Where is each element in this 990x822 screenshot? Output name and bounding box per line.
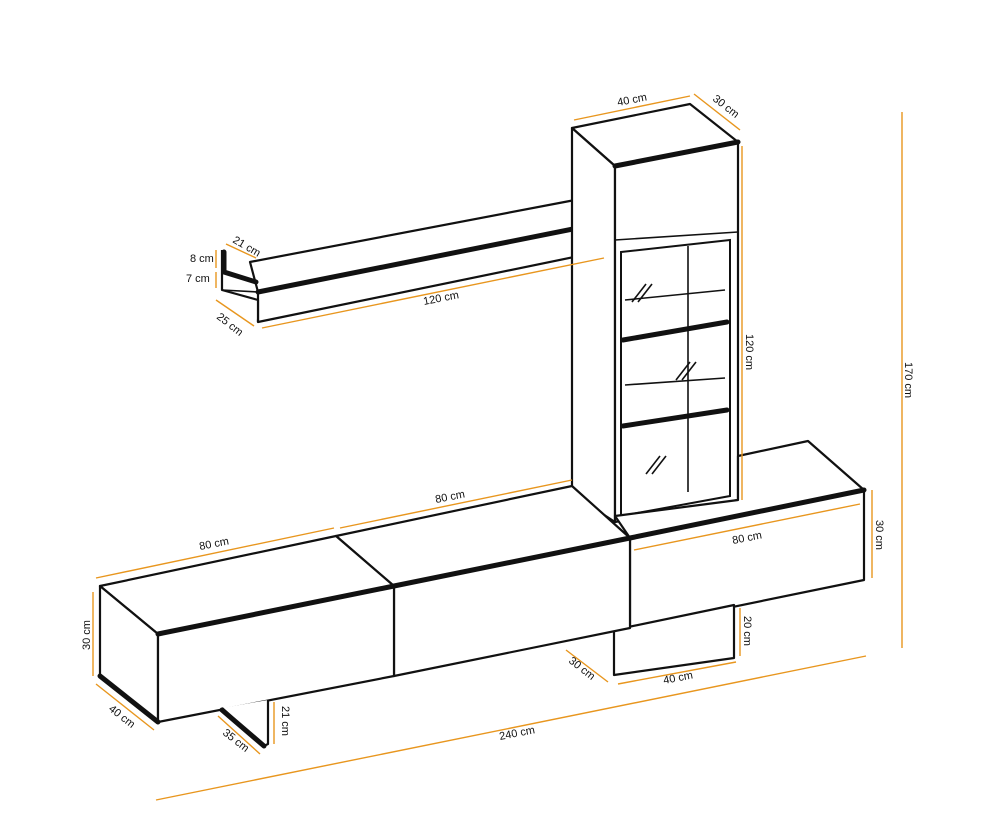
dim-line-leg-35 <box>217 715 261 755</box>
label-vitrine-height: 120 cm <box>743 334 755 370</box>
label-overall-width: 240 cm <box>498 724 536 743</box>
right-cabinet-top-edge <box>627 487 867 541</box>
dim-line-leg-40 <box>617 661 737 685</box>
middle-cabinet-top-edge <box>391 535 633 589</box>
label-cabinet-left-width: 80 cm <box>198 535 230 552</box>
glass-reflection-marks <box>631 283 697 475</box>
dim-line-left-40 <box>95 683 155 731</box>
left-cabinet-top-edge <box>155 583 397 637</box>
vitrine-top-edge <box>612 139 741 169</box>
dim-line-shelf-21 <box>225 243 257 259</box>
vitrine-glass-door <box>620 238 731 518</box>
label-shelf-lip-height: 8 cm <box>190 253 214 265</box>
label-leg-left-height: 21 cm <box>279 706 291 736</box>
label-leg-right-depth: 30 cm <box>566 655 597 683</box>
label-vitrine-depth: 30 cm <box>710 93 741 121</box>
wall-shelf <box>220 198 611 324</box>
dim-line-leg-30 <box>565 649 609 683</box>
right-cabinet <box>612 439 867 677</box>
vitrine-door-split <box>614 231 739 241</box>
shelf-bracket-base <box>221 289 259 293</box>
shelf-bracket-lip <box>221 249 259 285</box>
label-leg-right-width: 40 cm <box>662 669 694 686</box>
right-leg <box>612 603 736 677</box>
label-vitrine-width: 40 cm <box>616 91 648 108</box>
vitrine-side-face <box>570 126 617 524</box>
dim-line-shelf-120 <box>261 257 605 329</box>
dim-line-left-80 <box>95 527 335 579</box>
label-shelf-base-height: 7 cm <box>186 273 210 285</box>
label-overall-height: 170 cm <box>902 362 914 398</box>
label-cabinet-middle-width: 80 cm <box>434 488 466 505</box>
vitrine-shelf-2 <box>620 407 730 429</box>
dim-line-right-80 <box>633 503 861 551</box>
label-cabinet-right-height: 30 cm <box>873 520 885 550</box>
label-shelf-length: 120 cm <box>422 289 460 308</box>
vitrine-shelf-2-back <box>624 377 726 386</box>
label-shelf-top-depth: 21 cm <box>231 234 263 259</box>
label-cabinet-right-width: 80 cm <box>731 529 763 546</box>
dim-line-middle-80 <box>339 479 573 529</box>
label-cabinet-left-depth: 40 cm <box>106 703 137 731</box>
vitrine-shelf-1 <box>620 319 730 343</box>
left-cabinet-bottom-edge <box>97 673 161 725</box>
vitrine-cabinet <box>570 102 741 524</box>
dim-line-vitrine-40 <box>573 95 691 121</box>
label-leg-right-height: 20 cm <box>741 616 753 646</box>
left-cabinet <box>97 534 397 749</box>
label-cabinet-left-height: 30 cm <box>81 620 93 650</box>
dimension-lines <box>92 93 903 801</box>
dim-line-240 <box>155 655 867 801</box>
dim-line-vitrine-30 <box>693 93 741 131</box>
dim-line-shelf-25 <box>215 299 255 327</box>
shelf-front-edge <box>255 219 611 295</box>
label-shelf-depth: 25 cm <box>214 311 245 339</box>
left-leg-edge <box>219 707 267 749</box>
